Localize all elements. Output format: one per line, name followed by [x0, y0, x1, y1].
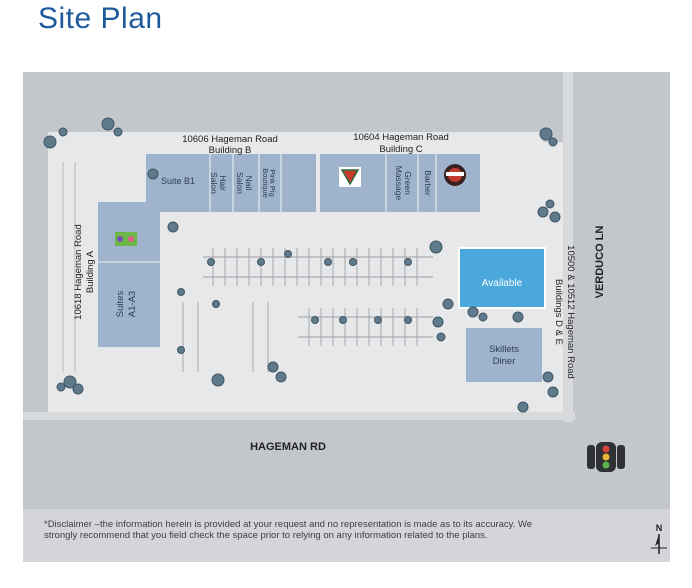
parking-lower-left	[182, 302, 269, 372]
south-strip	[48, 377, 258, 407]
suites-a-line2: A1-A3	[127, 291, 138, 317]
building-a-logo	[115, 232, 137, 246]
pink-pig-line2: Boutique	[261, 168, 270, 198]
green-massage-line2: Massage	[394, 166, 404, 201]
hair-salon-line2: Salon	[209, 172, 219, 194]
barber-label: Barber	[423, 170, 433, 196]
south-strip-2	[268, 384, 558, 410]
skillets-line2: Diner	[493, 356, 516, 367]
building-de-label: 10500 & 10512 Hageman Road	[565, 245, 576, 379]
market-logo	[444, 164, 466, 186]
building-de-sub: Buildings D & E	[553, 279, 564, 345]
skillets-diner-building	[466, 328, 542, 382]
traffic-light-icon	[587, 442, 625, 472]
hageman-sidewalk	[23, 412, 670, 420]
disclaimer-panel	[23, 509, 670, 562]
verduco-sidewalk	[563, 72, 573, 422]
restaurant-logo-1	[339, 167, 361, 187]
nail-salon-line2: Salon	[235, 172, 245, 194]
building-b	[146, 154, 316, 212]
pink-pig-line1: Pink Pig	[268, 169, 277, 197]
suite-b1-label: Suite B1	[161, 176, 195, 186]
verduco-road	[575, 72, 670, 562]
suites-a-line1: Suites	[115, 291, 126, 318]
parking-ticks	[212, 248, 418, 346]
building-b-sub: Building B	[209, 145, 252, 156]
available-label: Available	[482, 278, 523, 289]
hageman-road-label: HAGEMAN RD	[250, 441, 326, 453]
building-a	[98, 202, 160, 347]
site-map: 10606 Hageman Road Building B 10604 Hage…	[23, 72, 670, 562]
disclaimer-text: *Disclaimer –the information herein is p…	[44, 519, 533, 541]
verduco-lane-label: VERDUCO LN	[594, 226, 606, 299]
available-suite	[458, 247, 546, 309]
north-label: N	[656, 523, 663, 533]
north-arrow-icon	[651, 534, 667, 554]
skillets-line1: Skillets	[489, 344, 519, 355]
green-massage-line1: Green	[403, 171, 413, 195]
building-a-sub: Building A	[85, 250, 96, 293]
building-c-label: 10604 Hageman Road	[353, 132, 449, 143]
page-title: Site Plan	[38, 2, 163, 35]
nail-salon-line1: Nail	[244, 176, 254, 191]
building-c-sub: Building C	[379, 144, 422, 155]
building-a-label: 10618 Hageman Road	[73, 224, 84, 320]
building-b-label: 10606 Hageman Road	[182, 134, 278, 145]
hair-salon-line1: Hair	[218, 175, 228, 191]
trees	[43, 117, 561, 413]
parking-top	[62, 162, 76, 372]
